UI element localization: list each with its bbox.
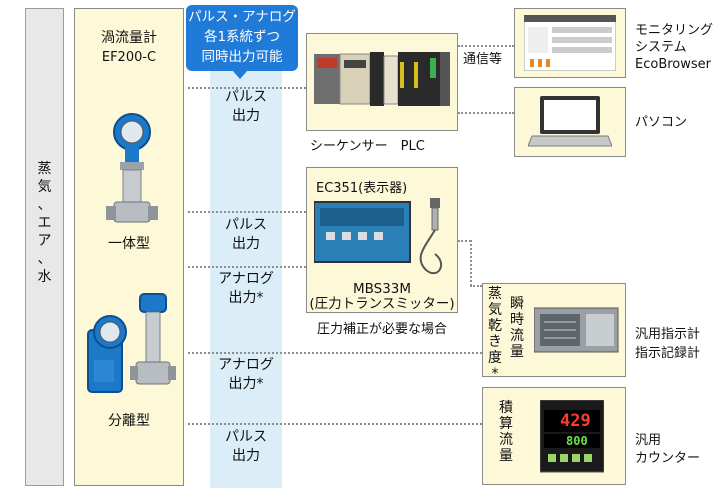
monitoring-label-line: システム xyxy=(635,40,687,55)
connector-line xyxy=(458,112,514,114)
media-char: 蒸 xyxy=(37,161,52,177)
connector-line xyxy=(188,211,306,213)
total-flow-label: 積 算 流 量 xyxy=(496,400,516,464)
pc-label: パソコン xyxy=(635,115,688,130)
label-char: 流 xyxy=(510,328,524,344)
flowmeter-title: 渦流量計 xyxy=(101,30,157,46)
signal-output: 出力 xyxy=(232,448,260,464)
signal-label: アナログ 出力* xyxy=(205,356,287,394)
connector-line xyxy=(458,45,514,47)
output-callout: パルス・アナログ 各1系統ずつ 同時出力可能 xyxy=(186,5,298,71)
monitoring-label-line: モニタリング xyxy=(635,23,714,38)
flowmeter-panel xyxy=(74,8,184,486)
label-char: 流 xyxy=(499,432,513,448)
media-char: 、 xyxy=(37,251,52,267)
signal-output: 出力* xyxy=(228,376,264,392)
signal-type: アナログ xyxy=(218,357,274,373)
monitoring-screen-image xyxy=(524,15,616,71)
signal-type: パルス xyxy=(225,89,267,105)
signal-type: パルス xyxy=(225,217,267,233)
label-char: * xyxy=(491,366,499,382)
signal-type: アナログ xyxy=(218,271,274,287)
callout-line: パルス・アナログ xyxy=(188,9,296,25)
integral-flowmeter-image xyxy=(106,113,158,223)
flowmeter-model: EF200-C xyxy=(101,50,157,65)
plc-image xyxy=(314,52,450,106)
label-char: 算 xyxy=(499,416,513,432)
label-char: き xyxy=(488,334,502,350)
callout-line: 同時出力可能 xyxy=(201,49,283,65)
media-char: 、 xyxy=(37,197,52,213)
signal-label: アナログ 出力* xyxy=(205,270,287,308)
media-char: 水 xyxy=(37,269,52,285)
media-column xyxy=(25,8,64,486)
monitoring-label: モニタリング システム EcoBrowser xyxy=(635,22,713,73)
signal-label: パルス 出力 xyxy=(205,428,287,466)
steam-dryness-label: 蒸 気 乾 き 度 * xyxy=(485,286,505,382)
media-char: 気 xyxy=(37,179,52,195)
counter-sv-value: 800 xyxy=(566,434,588,448)
connector-line xyxy=(188,352,482,354)
callout-line: 各1系統ずつ xyxy=(203,29,281,45)
plc-label: シーケンサー PLC xyxy=(310,139,425,154)
label-char: 気 xyxy=(488,302,502,318)
label-char: 度 xyxy=(488,350,502,366)
transmitter-desc: (圧力トランスミッター) xyxy=(309,296,455,312)
comm-label: 通信等 xyxy=(463,52,503,67)
indicator-label-line: 指示記録計 xyxy=(635,346,701,361)
label-char: 瞬 xyxy=(510,296,524,312)
connector-line xyxy=(188,423,482,425)
signal-column xyxy=(210,48,282,488)
transmitter-model: MBS33M xyxy=(352,281,412,297)
label-char: 積 xyxy=(499,400,513,416)
label-char: 蒸 xyxy=(488,286,502,302)
indicator-label-line: 汎用指示計 xyxy=(635,327,701,342)
indicator-label: 汎用指示計 指示記録計 xyxy=(635,325,700,363)
integral-type-label: 一体型 xyxy=(108,236,150,252)
display-title: EC351(表示器) xyxy=(316,181,408,196)
signal-label: パルス 出力 xyxy=(205,216,287,254)
signal-label: パルス 出力 xyxy=(205,88,287,126)
remote-type-label: 分離型 xyxy=(108,413,150,429)
media-char: エ xyxy=(37,215,52,231)
counter-pv-value: 429 xyxy=(560,411,591,431)
connector-line xyxy=(470,240,472,286)
remote-flowmeter-image xyxy=(87,293,176,393)
monitoring-label-line: EcoBrowser xyxy=(635,57,711,72)
signal-output: 出力 xyxy=(232,236,260,252)
connector-line xyxy=(188,266,306,268)
signal-output: 出力* xyxy=(228,290,264,306)
counter-label-line: 汎用 xyxy=(635,433,662,448)
indicator-recorder-image xyxy=(534,307,619,353)
connector-line xyxy=(470,285,482,287)
label-char: 量 xyxy=(499,448,513,464)
label-char: 時 xyxy=(510,312,524,328)
connector-line xyxy=(188,87,306,89)
counter-label: 汎用 カウンター xyxy=(635,432,700,468)
signal-type: パルス xyxy=(225,429,267,445)
instant-flow-label: 瞬 時 流 量 xyxy=(507,296,527,360)
label-char: 量 xyxy=(510,344,524,360)
display-image xyxy=(314,198,443,275)
media-label: 蒸 気 、 エ ア 、 水 xyxy=(25,160,64,286)
label-char: 乾 xyxy=(488,318,502,334)
signal-output: 出力 xyxy=(232,108,260,124)
callout-tail xyxy=(232,70,248,79)
media-char: ア xyxy=(37,233,52,249)
pressure-note: 圧力補正が必要な場合 xyxy=(316,322,447,337)
laptop-icon xyxy=(528,96,612,147)
counter-device-image xyxy=(540,400,604,473)
counter-label-line: カウンター xyxy=(635,451,701,466)
connector-line xyxy=(458,240,471,242)
